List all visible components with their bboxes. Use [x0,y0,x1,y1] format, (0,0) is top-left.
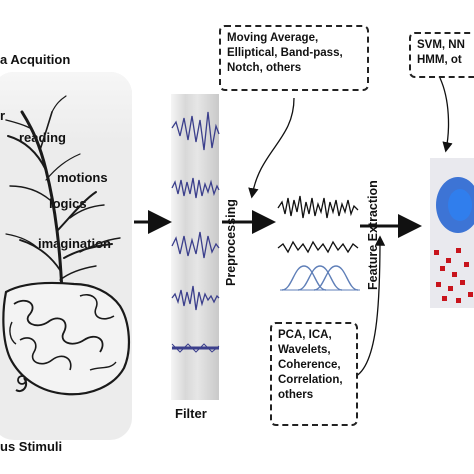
acquisition-title: a Acquition [0,52,71,67]
red-cluster [434,248,473,303]
feature-method-2: Wavelets, [278,344,331,356]
preprocessing-method-3: Notch, others [227,62,302,74]
feature-methods-box: PCA, ICA, Wavelets, Coherence, Correlati… [270,322,358,426]
feature-extraction-label: Feature Extraction [366,180,380,290]
arrow-classifier-methods [439,77,453,153]
preprocessing-method-2: Elliptical, Band-pass, [227,47,343,59]
filter-label: Filter [175,406,207,421]
classifier-method-2: HMM, ot [417,54,462,66]
stimuli-label: us Stimuli [0,439,63,454]
feature-method-4: Correlation, [278,374,343,386]
feature-method-3: Coherence, [278,359,341,371]
word-logics: logics [49,196,87,211]
preprocessing-method-1: Moving Average, [227,32,319,44]
filter-eeg-traces [171,111,220,353]
preprocessing-methods-box: Moving Average, Elliptical, Band-pass, N… [219,25,369,91]
word-motions: motions [57,170,108,185]
feature-signals [277,195,360,291]
arrow-feature-methods [351,235,386,379]
method-arrows [248,77,453,379]
flow-arrows [134,210,422,238]
feature-method-5: others [278,389,314,401]
preprocessing-label: Preprocessing [224,199,238,286]
scatter-plot [434,177,474,303]
word-reading: reading [19,130,66,145]
arrow-preproc-methods [248,97,295,199]
word-partial: r [0,108,6,123]
classifier-method-1: SVM, NN [417,39,465,51]
classification-methods-box: SVM, NN HMM, ot [409,32,474,78]
brain-icon [2,281,131,396]
brain-tree-branches [5,95,121,294]
acquisition-panel-header [0,72,132,142]
feature-method-1: PCA, ICA, [278,329,332,341]
